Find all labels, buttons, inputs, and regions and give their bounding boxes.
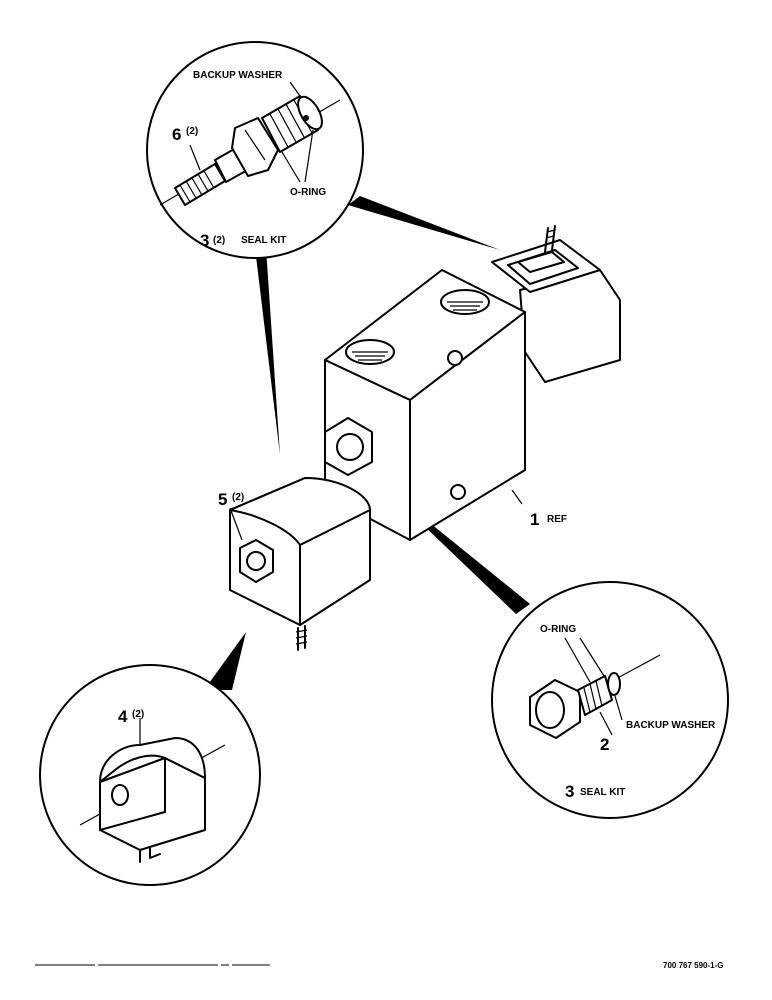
drawing-id: 700 767 590-1-G [663, 961, 724, 970]
main-ref-number: 1 [530, 510, 539, 529]
right-kit-label: SEAL KIT [580, 787, 625, 798]
top-part-number: 6 [172, 125, 181, 144]
detail-circle-right [491, 581, 729, 819]
bottom-left-part-number: 4 [118, 707, 128, 726]
detail-circle-top [146, 41, 364, 259]
top-part-qty: (2) [186, 126, 198, 137]
right-o-ring-label: O-RING [540, 624, 576, 635]
pointer-left-to-coil [204, 632, 246, 690]
bottom-left-part-qty: (2) [132, 709, 144, 720]
right-kit-number: 3 [565, 782, 574, 801]
pointer-top-to-coil [348, 196, 500, 250]
right-part-number: 2 [600, 735, 609, 754]
pointer-top-to-body [255, 248, 280, 455]
detail-circle-bottom-left [39, 664, 261, 886]
top-backup-washer-label: BACKUP WASHER [193, 70, 283, 81]
right-backup-washer-label: BACKUP WASHER [626, 720, 716, 731]
solenoid-coil-lower [229, 477, 371, 651]
top-o-ring-label: O-RING [290, 187, 326, 198]
coil-nut-number: 5 [218, 490, 227, 509]
top-kit-label: SEAL KIT [241, 235, 286, 246]
coil-nut-qty: (2) [232, 492, 244, 503]
main-ref-label: REF [547, 514, 567, 525]
top-kit-qty: (2) [213, 235, 225, 246]
valve-body [324, 225, 621, 541]
top-kit-number: 3 [200, 231, 209, 250]
